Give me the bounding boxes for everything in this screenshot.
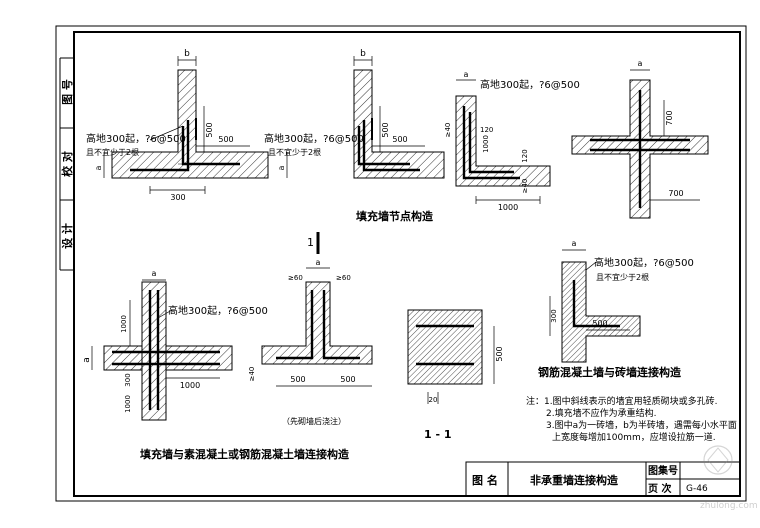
side-strip: 图 号 校 对 设 计 [59,57,74,271]
cut-mark-label: 1 [307,236,314,249]
d7-dim-500: 500 [592,319,607,328]
d7-dim-a: a [572,239,577,248]
atlas-no-label: 图集号 [648,464,678,477]
note-line-2: 2.填充墙不应作为承重结构. [546,407,656,419]
d7-note-line2: 且不宜少于2根 [596,272,649,282]
d4-dim-a: a [638,59,643,68]
d3-dim-1000-h: 1000 [498,203,518,212]
section-1-1: 500 20 1 - 1 [407,309,504,441]
side-label-top: 图 号 [61,79,74,105]
d7-note-line1: 高地300起，?6@500 [594,256,694,269]
d6-dim-60-left: ≥60 [288,274,303,282]
bottom-left-title: 填充墙与素混凝土或钢筋混凝土墙连接构造 [140,447,350,461]
s11-dim-20: 20 [429,396,438,404]
side-label-middle: 校 对 [60,151,74,177]
s11-dim-500: 500 [495,346,504,361]
d2-note-line1: 高地300起，?6@500 [264,132,364,145]
d3-note: 高地300起，?6@500 [480,78,580,91]
note-line-1: 注：1.图中斜线表示的墙宜用轻质砌块或多孔砖. [526,395,717,407]
notes-block: 注：1.图中斜线表示的墙宜用轻质砌块或多孔砖. 2.填充墙不应作为承重结构. 3… [526,395,737,443]
side-label-bottom: 设 计 [60,223,74,249]
title-block: 图 名 非承重墙连接构造 图集号 页 次 G-46 [465,461,741,497]
d1-note-line2: 且不宜少于2根 [86,147,139,157]
d5-note: 高地300起，?6@500 [168,304,268,317]
detail-1-t-junction: b 500 500 300 a 高地300起，?6@500 且不宜少于2根 [86,49,269,202]
d3-dim-120-side: 120 [521,149,529,162]
d6-dim-40: ≥40 [248,367,256,382]
detail-4-cross: a 700 700 [571,59,709,219]
d6-dim-60-right: ≥60 [336,274,351,282]
d1-dim-500-h: 500 [218,135,233,144]
d3-dim-a: a [464,70,469,79]
d3-dim-40-side: ≥40 [521,179,529,194]
d5-dim-a-top: a [152,269,157,278]
d2-dim-a: a [277,165,286,170]
d7-dim-300: 300 [550,309,558,322]
note-line-3: 3.图中a为一砖墙，b为半砖墙，遇需每小水平面 [546,419,737,431]
d2-dim-500-h: 500 [392,135,407,144]
detail-5-cross-wall: a 1000 a 300 1000 1000 高地300起，?6@500 [82,269,268,421]
d1-dim-300: 300 [170,193,185,202]
detail-6-wall-junction: a ≥60 ≥60 ≥40 500 500 （先砌墙后浇注） [248,258,373,426]
note-line-4: 上宽度每增加100mm，应增设拉筋一道. [552,431,716,443]
d1-dim-a: a [94,165,103,170]
d5-dim-1000-top: 1000 [120,315,128,333]
detail-3-l-corner: a 高地300起，?6@500 ≥40 120 1000 120 ≥40 100… [444,70,580,212]
bottom-right-title: 钢筋混凝土墙与砖墙连接构造 [538,365,682,379]
watermark-text: zhulong.com [700,501,758,511]
d2-note-line2: 且不宜少于2根 [268,147,321,157]
outer-frame [55,25,747,502]
cut-mark: 1 [307,232,320,254]
d3-dim-1000-v: 1000 [482,135,490,153]
d2-dim-500-v: 500 [381,122,390,137]
d3-dim-120-top: 120 [480,126,493,134]
d5-dim-1000-right: 1000 [180,381,200,390]
d6-dim-500-right: 500 [340,375,355,384]
d2-dim-b: b [360,49,366,59]
page-no: G-46 [686,484,708,494]
detail-7-concrete-brick: a 300 500 高地300起，?6@500 且不宜少于2根 [549,239,694,363]
d5-dim-a-left: a [82,357,92,363]
page-label: 页 次 [648,482,671,495]
d3-dim-40-top: ≥40 [444,123,452,138]
d4-dim-700-top: 700 [665,110,674,125]
d1-dim-b: b [184,49,190,59]
drawing-name: 非承重墙连接构造 [530,473,619,487]
d4-dim-700-bottom: 700 [668,189,683,198]
d6-dim-500-left: 500 [290,375,305,384]
s11-label: 1 - 1 [424,428,452,441]
detail-2-corner: b 500 500 a 高地300起，?6@500 且不宜少于2根 [264,49,445,179]
d1-note-line1: 高地300起，?6@500 [86,132,186,145]
d5-dim-300: 300 [124,373,132,386]
d6-caption: （先砌墙后浇注） [282,416,346,426]
d1-dim-500-v: 500 [205,122,214,137]
d6-dim-a: a [316,258,321,267]
top-section-title: 填充墙节点构造 [356,209,434,223]
d5-dim-1000-bottom: 1000 [124,395,132,413]
watermark: zhulong.com [700,445,758,511]
drawing-name-label: 图 名 [472,473,498,487]
inner-frame [73,31,741,497]
